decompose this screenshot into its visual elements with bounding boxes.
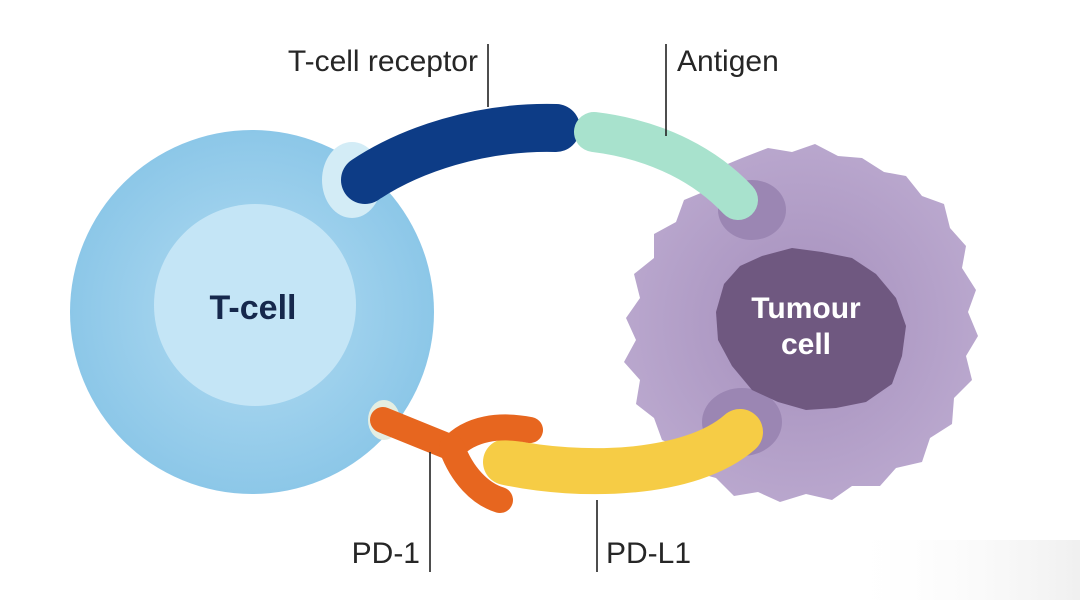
t-cell-receptor: [341, 103, 580, 204]
antigen: [574, 112, 758, 220]
pd-1-lower-arm: [439, 435, 513, 513]
background-shade: [840, 540, 1080, 600]
t-cell-nucleus: [154, 204, 356, 406]
tumour-cell: Tumour cell: [624, 144, 978, 502]
t-cell-receptor-label: T-cell receptor: [288, 45, 478, 78]
tumour-cell-nucleus: [716, 248, 906, 410]
pd-1: [370, 407, 543, 513]
t-cell-label: T-cell: [210, 289, 297, 327]
pd-l1: [483, 409, 763, 495]
tumour-cell-label-line1: Tumour: [751, 292, 861, 325]
antigen-label: Antigen: [677, 45, 779, 78]
tumour-cell-label-line2: cell: [781, 328, 831, 361]
pd-1-label: PD-1: [352, 537, 420, 570]
pd-l1-label: PD-L1: [606, 537, 691, 570]
